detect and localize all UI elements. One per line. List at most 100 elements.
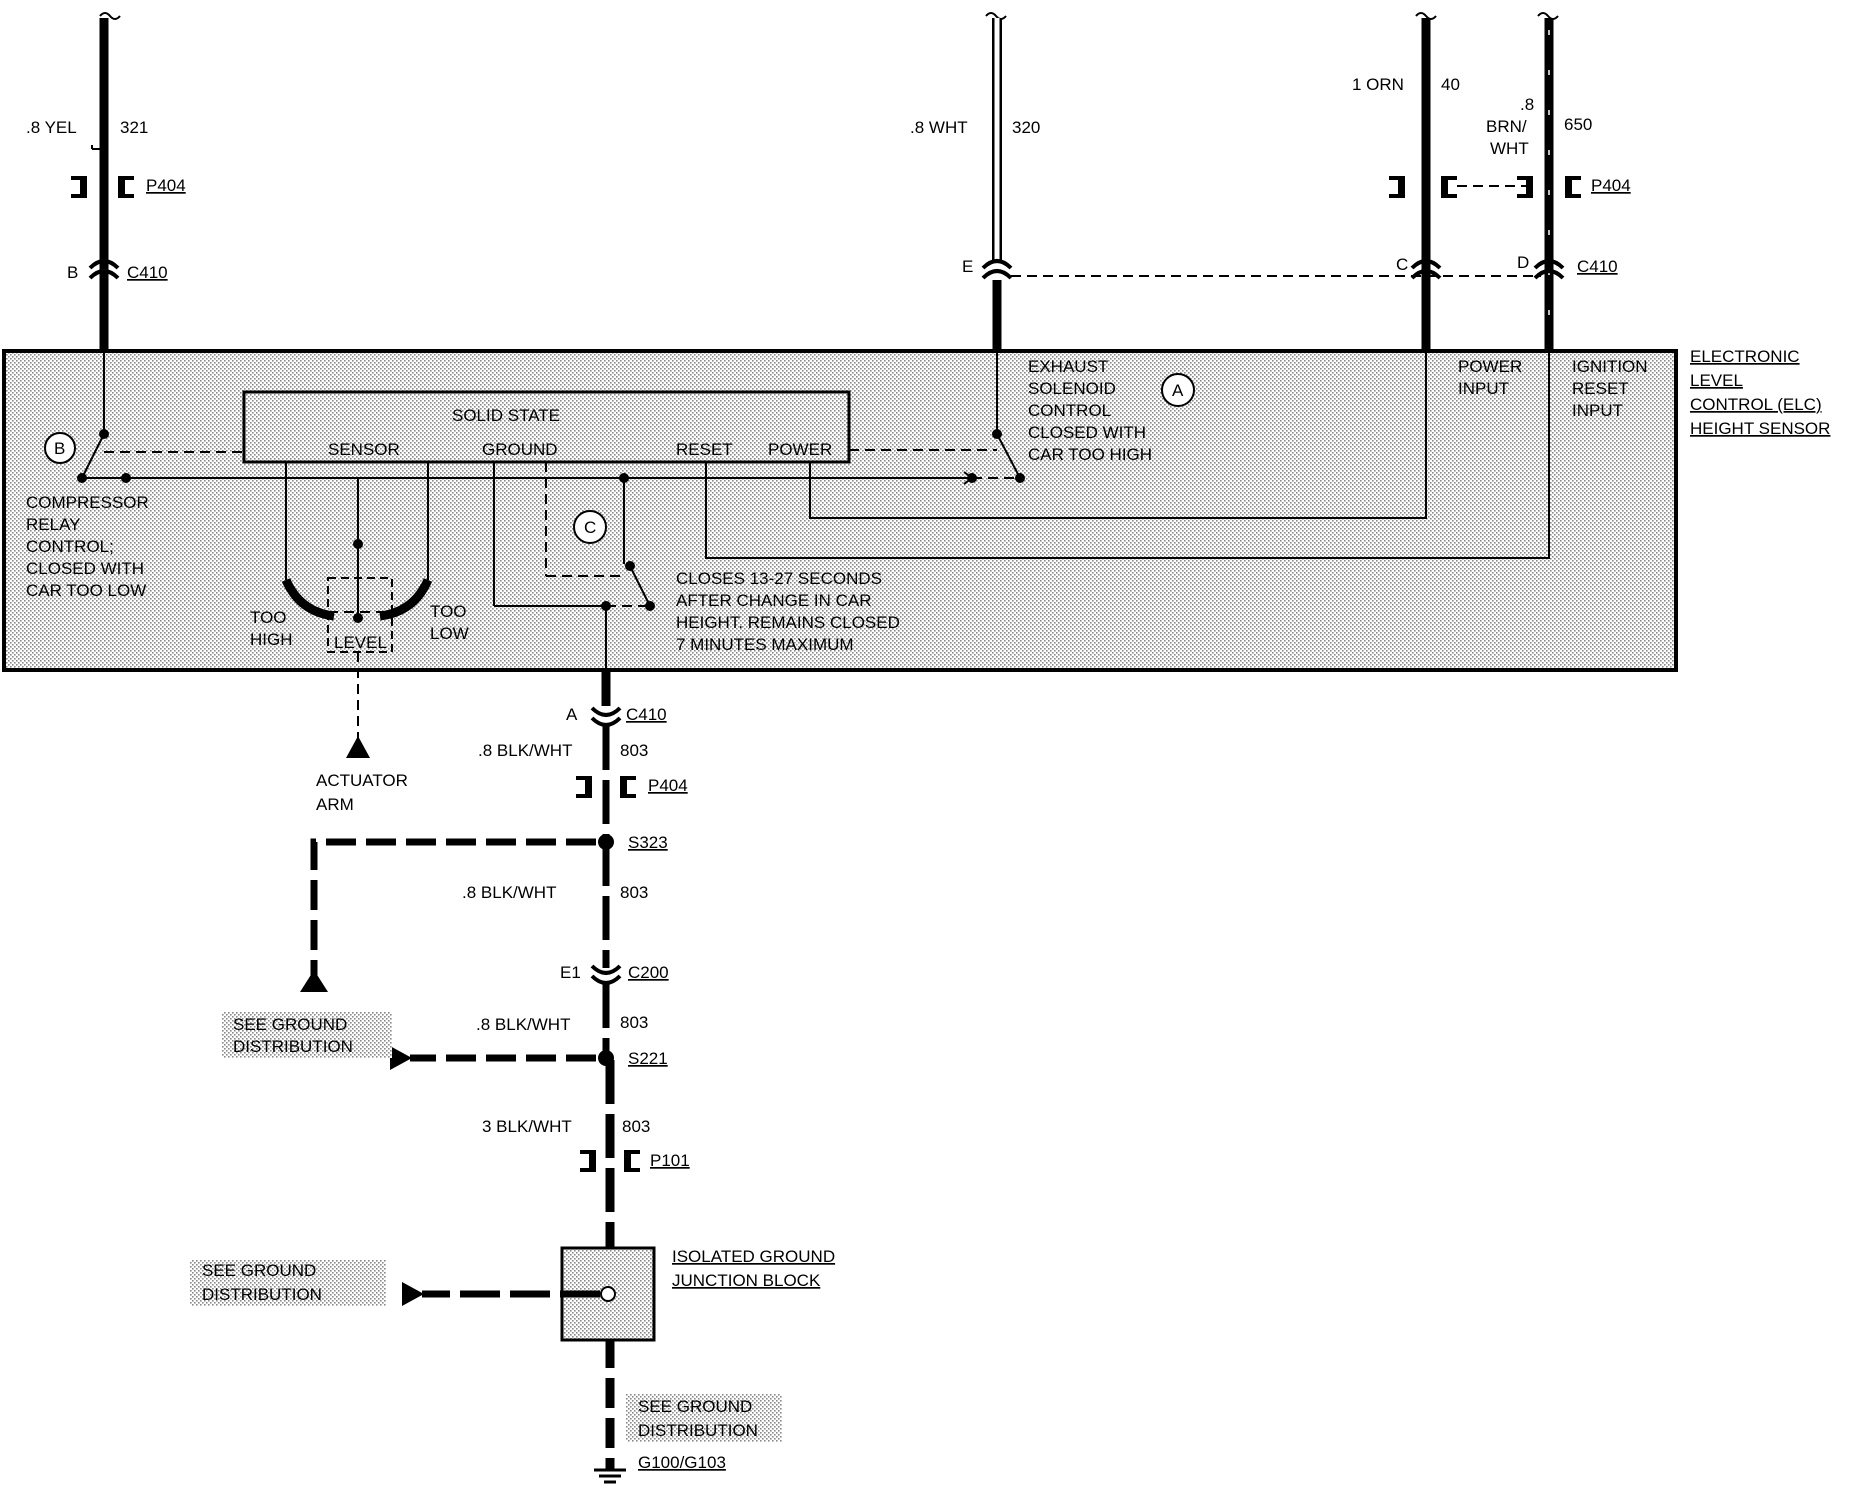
c200-label: C200 (628, 963, 669, 982)
compressor-relay-text: COMPRESSOR RELAY CONTROL; CLOSED WITH CA… (26, 493, 149, 600)
module-title-3: CONTROL (ELC) (1690, 395, 1822, 414)
too-high-2: HIGH (250, 630, 293, 649)
compressor-line-3: CONTROL; (26, 537, 114, 556)
wire-650-brn-wht: .8 BRN/ WHT 650 P404 D C410 (1486, 12, 1631, 352)
ignition-2: RESET (1572, 379, 1629, 398)
w4-gauge: 3 BLK/WHT (482, 1117, 572, 1136)
marker-a: A (1172, 381, 1184, 400)
wire-321-c410: C410 (127, 263, 168, 282)
w4-circuit: 803 (622, 1117, 650, 1136)
ignition-3: INPUT (1572, 401, 1623, 420)
timer-note: CLOSES 13-27 SECONDS AFTER CHANGE IN CAR… (676, 569, 900, 654)
exhaust-line-4: CLOSED WITH (1028, 423, 1146, 442)
wire-650-p404: P404 (1591, 176, 1631, 195)
exhaust-text: EXHAUST SOLENOID CONTROL CLOSED WITH CAR… (1028, 357, 1195, 464)
wire-650-gauge-3: WHT (1490, 139, 1529, 158)
exhaust-line-2: SOLENOID (1028, 379, 1116, 398)
junction-line-2: JUNCTION BLOCK (672, 1271, 821, 1290)
module-title: ELECTRONIC LEVEL CONTROL (ELC) HEIGHT SE… (1690, 347, 1830, 438)
see-ground-2-line-2: DISTRIBUTION (202, 1285, 322, 1304)
ground-wire-803: A C410 .8 BLK/WHT 803 P404 S323 .8 BLK/W… (300, 670, 690, 1470)
wire-40-circuit: 40 (1441, 75, 1460, 94)
wire-650-pin: D (1517, 253, 1529, 272)
solid-state-label: SOLID STATE (452, 406, 560, 425)
wire-320-wht: .8 WHT 320 E (910, 12, 1040, 352)
closes-line-1: CLOSES 13-27 SECONDS (676, 569, 882, 588)
see-ground-3-line-2: DISTRIBUTION (638, 1421, 758, 1440)
wire-321-pin: B (67, 263, 78, 282)
see-ground-2-line-1: SEE GROUND (202, 1261, 316, 1280)
pin-a: A (566, 705, 578, 724)
wire-650-circuit: 650 (1564, 115, 1592, 134)
wire-40-orn: 1 ORN 40 C (1352, 12, 1526, 352)
ground-symbol: G100/G103 (594, 1453, 726, 1484)
wire-40-pin: C (1396, 255, 1408, 274)
p101-label: P101 (650, 1151, 690, 1170)
w1-circuit: 803 (620, 741, 648, 760)
compressor-relay-switch: B (44, 352, 296, 483)
ignition-1: IGNITION (1572, 357, 1648, 376)
closes-line-2: AFTER CHANGE IN CAR (676, 591, 872, 610)
ground-p404: P404 (648, 776, 688, 795)
exhaust-line-1: EXHAUST (1028, 357, 1108, 376)
wire-321-yel: .8 YEL 321 P404 B C410 (26, 12, 186, 352)
see-ground-box-3: SEE GROUND DISTRIBUTION (626, 1394, 782, 1442)
isolated-ground-junction-block: ISOLATED GROUND JUNCTION BLOCK (402, 1246, 835, 1342)
compressor-line-4: CLOSED WITH (26, 559, 144, 578)
wire-321-p404: P404 (146, 176, 186, 195)
see-ground-box-1: SEE GROUND DISTRIBUTION (222, 1012, 392, 1058)
compressor-line-5: CAR TOO LOW (26, 581, 146, 600)
level-sensor: LEVEL TOO HIGH TOO LOW (250, 462, 469, 758)
w2-circuit: 803 (620, 883, 648, 902)
wire-320-pin: E (962, 257, 973, 276)
power-wire (809, 352, 1427, 519)
see-ground-1-line-1: SEE GROUND (233, 1015, 347, 1034)
power-label: POWER (768, 440, 832, 459)
wire-650-gauge-1: .8 (1520, 95, 1534, 114)
module-title-1: ELECTRONIC (1690, 347, 1800, 366)
closes-line-4: 7 MINUTES MAXIMUM (676, 635, 854, 654)
too-low-2: LOW (430, 624, 469, 643)
power-input-2: INPUT (1458, 379, 1509, 398)
see-ground-3-line-1: SEE GROUND (638, 1397, 752, 1416)
timer-switch: C (493, 462, 655, 672)
w1-gauge: .8 BLK/WHT (478, 741, 572, 760)
marker-b: B (54, 439, 65, 458)
see-ground-1-line-2: DISTRIBUTION (233, 1037, 353, 1056)
s221-label: S221 (628, 1049, 668, 1068)
too-high-1: TOO (250, 608, 287, 627)
too-low-1: TOO (430, 602, 467, 621)
exhaust-line-5: CAR TOO HIGH (1028, 445, 1152, 464)
wire-320-gauge: .8 WHT (910, 118, 968, 137)
compressor-line-2: RELAY (26, 515, 81, 534)
compressor-line-1: COMPRESSOR (26, 493, 149, 512)
exhaust-line-3: CONTROL (1028, 401, 1111, 420)
w3-circuit: 803 (620, 1013, 648, 1032)
ground-label: GROUND (482, 440, 558, 459)
module-title-2: LEVEL (1690, 371, 1743, 390)
reset-wire (705, 352, 1550, 559)
power-input-1: POWER (1458, 357, 1522, 376)
reset-label: RESET (676, 440, 733, 459)
wire-321-circuit: 321 (120, 118, 148, 137)
closes-line-3: HEIGHT. REMAINS CLOSED (676, 613, 900, 632)
exhaust-solenoid-switch (849, 352, 1025, 485)
marker-c: C (584, 518, 596, 537)
actuator-line-2: ARM (316, 795, 354, 814)
module-title-4: HEIGHT SENSOR (1690, 419, 1830, 438)
w2-gauge: .8 BLK/WHT (462, 883, 556, 902)
wire-650-gauge-2: BRN/ (1486, 117, 1527, 136)
wire-320-circuit: 320 (1012, 118, 1040, 137)
sensor-label: SENSOR (328, 440, 400, 459)
ground-c410: C410 (626, 705, 667, 724)
actuator-line-1: ACTUATOR (316, 771, 408, 790)
level-label: LEVEL (334, 633, 387, 652)
wire-40-gauge: 1 ORN (1352, 75, 1404, 94)
wire-650-c410: C410 (1577, 257, 1618, 276)
see-ground-box-2: SEE GROUND DISTRIBUTION (190, 1260, 386, 1306)
junction-line-1: ISOLATED GROUND (672, 1247, 835, 1266)
ground-ref-label: G100/G103 (638, 1453, 726, 1472)
w3-gauge: .8 BLK/WHT (476, 1015, 570, 1034)
wire-321-gauge: .8 YEL (26, 118, 77, 137)
